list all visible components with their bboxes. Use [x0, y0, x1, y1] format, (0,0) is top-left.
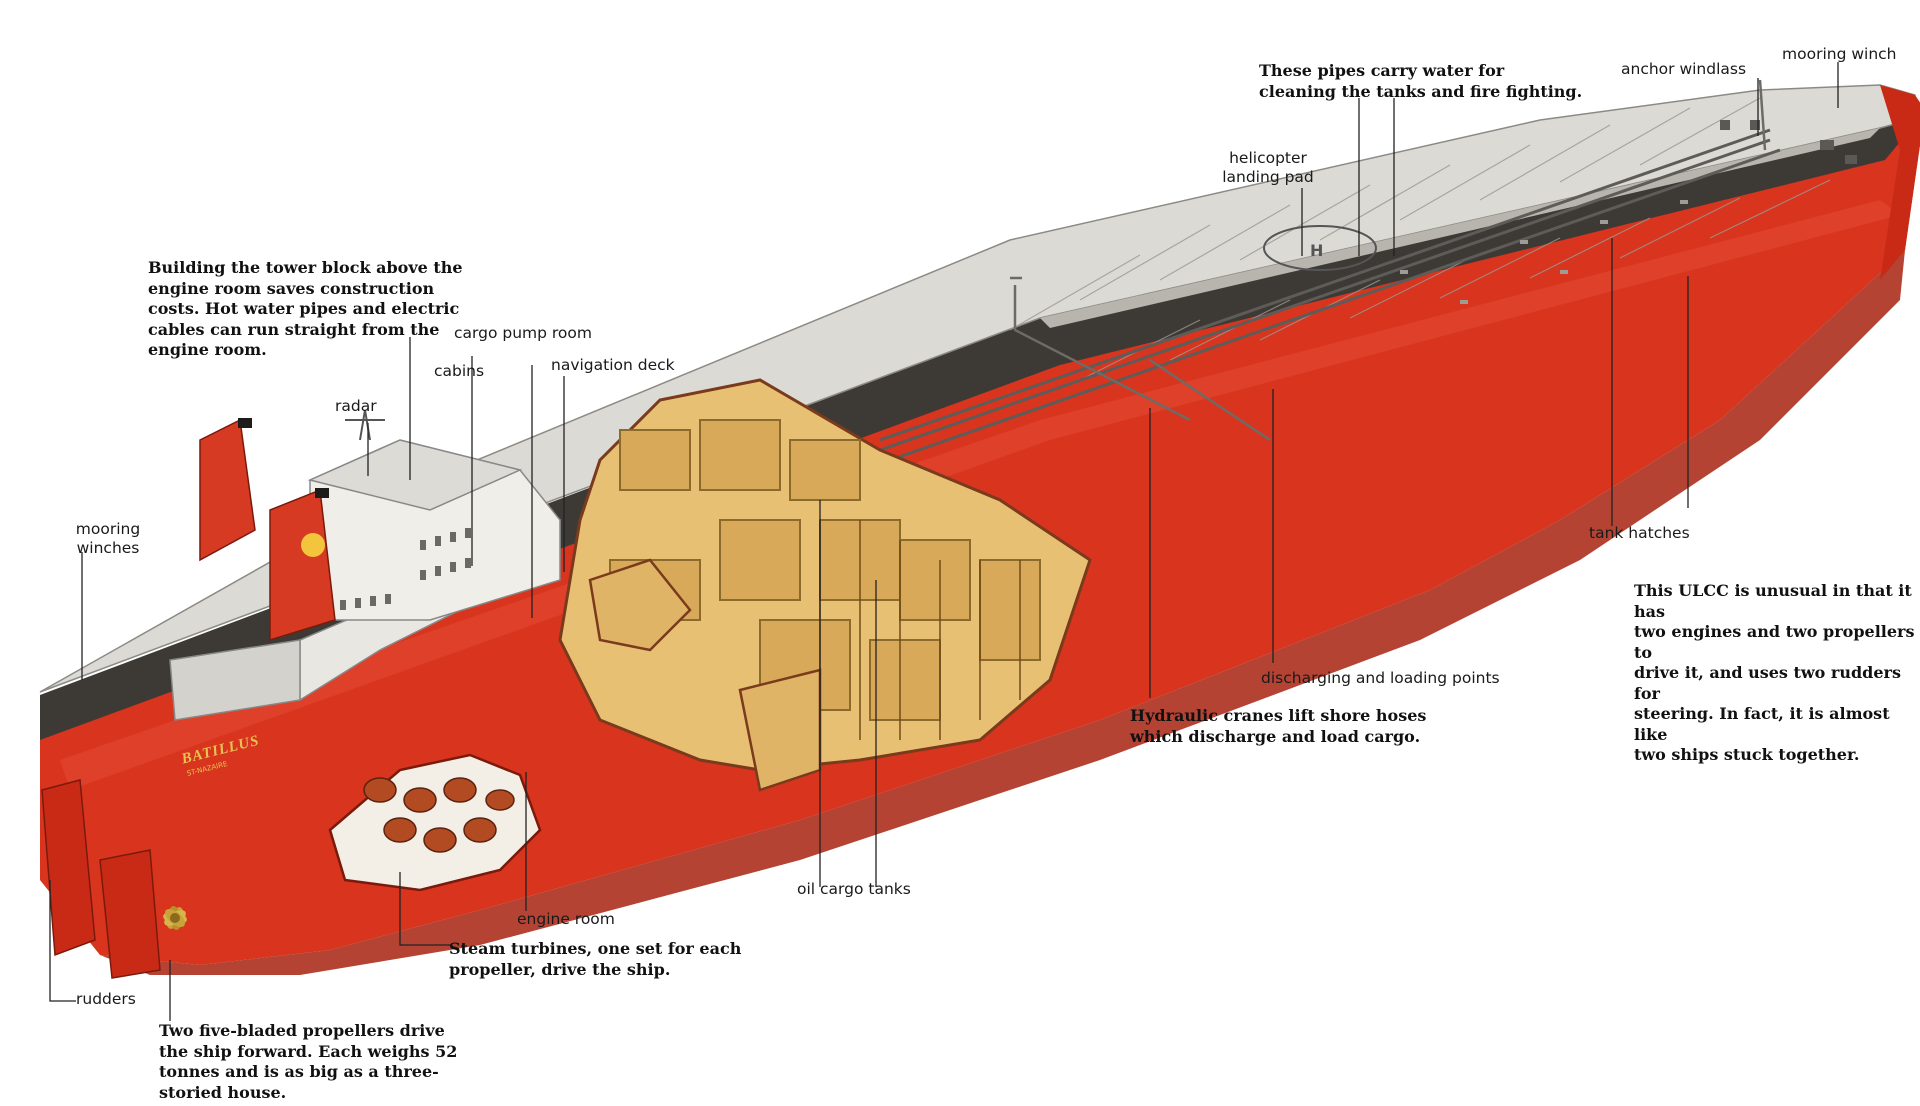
label-cabins: cabins: [434, 362, 485, 380]
deck-pipes: [879, 128, 1781, 462]
label-anchor-windlass: anchor windlass: [1621, 60, 1747, 78]
funnel-left-cap: [238, 418, 252, 428]
note-propellers: Two five-bladed propellers drive the shi…: [159, 1021, 458, 1102]
label-mooring-winches: mooring winches: [68, 520, 148, 558]
label-mooring-winches-line1: mooring: [75, 520, 141, 538]
label-mooring-winches-line2: winches: [76, 539, 140, 557]
propeller: [163, 906, 187, 930]
engine-room-cutaway: [328, 753, 542, 892]
label-discharging-loading-points: discharging and loading points: [1261, 669, 1500, 687]
note-pipes: These pipes carry water for cleaning the…: [1259, 61, 1583, 101]
tank-hatches: [1400, 200, 1688, 304]
leader-lines: [49, 62, 1839, 1021]
label-helicopter-pad-line1: helicopter: [1229, 149, 1307, 167]
label-helicopter-pad-line2: landing pad: [1222, 168, 1314, 186]
label-engine-room: engine room: [517, 910, 615, 928]
superstructure-side: [169, 639, 301, 721]
helipad-circle: [1263, 225, 1377, 271]
rudder-left: [41, 779, 96, 957]
stern-gear: [41, 779, 187, 979]
bow: [1880, 85, 1920, 280]
deck-shading: [1040, 128, 1880, 328]
label-tank-hatches: tank hatches: [1589, 524, 1690, 542]
superstructure: [169, 409, 561, 721]
note-hydraulic-cranes: Hydraulic cranes lift shore hoses which …: [1130, 706, 1427, 746]
bow-curve: [1880, 85, 1920, 280]
label-navigation-deck: navigation deck: [551, 356, 675, 374]
hydraulic-cranes: [1010, 79, 1767, 442]
deck: H: [39, 79, 1916, 693]
hull-highlight: [60, 200, 1900, 790]
funnel-left: [199, 418, 256, 562]
funnels: [199, 418, 336, 642]
rudder-right: [99, 849, 161, 979]
note-ulcc: This ULCC is unusual in that it has two …: [1634, 581, 1915, 764]
helicopter-pad: H: [1263, 225, 1377, 271]
label-oil-cargo-tanks: oil cargo tanks: [797, 880, 911, 898]
label-cargo-pump-room: cargo pump room: [454, 324, 592, 342]
bow-machinery: [1720, 120, 1857, 164]
funnel-right: [269, 488, 336, 642]
note-steam-turbines: Steam turbines, one set for each propell…: [449, 939, 742, 979]
funnel-right-cap: [315, 488, 329, 498]
label-helicopter-pad: helicopter landing pad: [1215, 149, 1321, 187]
tank-frames: [609, 419, 1041, 721]
label-radar: radar: [335, 397, 377, 415]
note-tower-block: Building the tower block above the engin…: [148, 258, 463, 359]
helipad-h-mark: H: [1310, 241, 1323, 260]
cutaway-pump-room: [588, 558, 692, 652]
shell-emblem: [301, 533, 325, 557]
steam-turbines: [363, 777, 515, 853]
superstructure-top: [307, 439, 523, 511]
cabin-windows: [340, 528, 471, 610]
label-rudders: rudders: [76, 990, 136, 1008]
label-mooring-winch: mooring winch: [1782, 45, 1897, 63]
cutaway: [558, 378, 1092, 792]
